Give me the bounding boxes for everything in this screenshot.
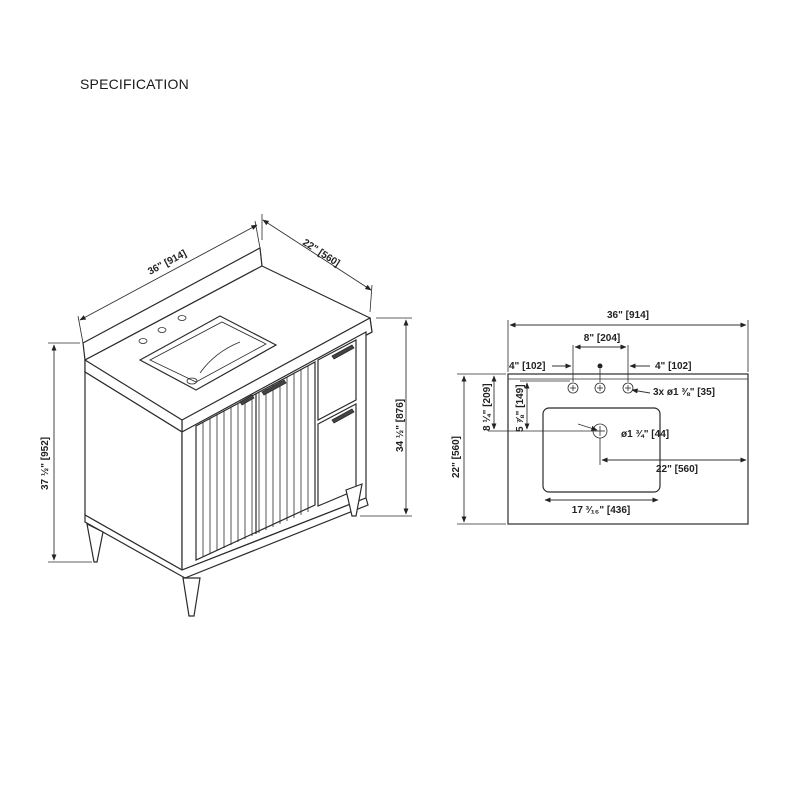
faucet-hole-icon [622,382,634,394]
door-handle [261,379,287,396]
faucet-hole-icon [567,382,579,394]
back-to-basin-label: 8 ¼" [209] [482,383,493,431]
drawer-handle [331,344,355,360]
center-mark-icon [597,363,603,369]
top-view-plan: 36" [914] 8" [204] 4" [102] 4" [102] 3x … [451,310,749,525]
basin-outline [542,407,661,493]
page-title: SPECIFICATION [80,76,189,92]
overall-depth-label: 22" [560] [451,436,462,478]
leg [345,483,363,517]
drain-diameter-label: ø1 ¾" [44] [621,429,669,440]
basin-width-label: 17 ³⁄₁₆" [436] [572,505,630,516]
overall-width-label: 36" [914] [607,310,649,321]
faucet-holes-label: 3x ø1 ⅜" [35] [653,387,715,398]
faucet-hole [157,327,167,333]
cabinet-height-label: 34 ½" [876] [395,399,406,452]
faucet-hole [138,338,148,344]
right-offset-label: 4" [102] [655,361,691,372]
left-offset-label: 4" [102] [509,361,545,372]
top-drawer [317,339,357,421]
drawer-handle [331,408,355,424]
leg [182,577,201,617]
door-flutes [202,366,309,557]
faucet-hole-icon [594,382,606,394]
vanity-perspective-view: 36" [914] 22" [560] 37 ½" [952] 34 ½" [8… [40,214,412,617]
basin-to-drain-label: 5 ⅞" [149] [515,384,526,432]
faucet-spread-label: 8" [204] [584,333,620,344]
total-height-label: 37 ½" [952] [40,437,51,490]
leg [86,522,104,563]
drain-to-side-label: 22" [560] [656,464,698,475]
depth-dimension-label: 22" [560] [300,237,341,269]
door-handle [239,394,255,406]
base-plinth [84,497,369,579]
